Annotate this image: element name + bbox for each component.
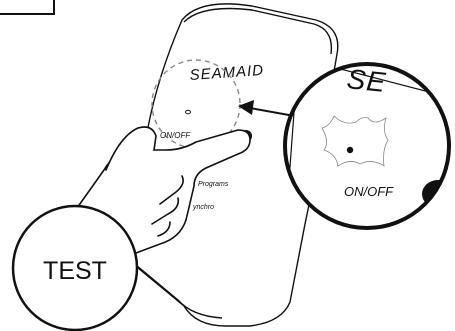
zoom-circle: SE ON/OFF [283, 62, 451, 230]
test-callout: TEST [11, 204, 139, 331]
test-label: TEST [43, 257, 107, 285]
zoom-sensor-outline [321, 115, 389, 167]
remote-programs-label: Programs [198, 181, 229, 188]
remote-synchro-label: ynchro [192, 204, 214, 211]
remote-led [185, 109, 191, 115]
highlight-circle [151, 59, 241, 149]
remote-onoff-label: ON/OFF [160, 131, 191, 140]
remote-control [125, 3, 339, 327]
frame-corner [0, 0, 55, 15]
zoom-led-dot [346, 146, 354, 154]
remote-brand-label: SEAMAID [189, 62, 265, 84]
zoom-brand-label: SE [345, 63, 387, 98]
zoom-onoff-label: ON/OFF [344, 184, 394, 199]
